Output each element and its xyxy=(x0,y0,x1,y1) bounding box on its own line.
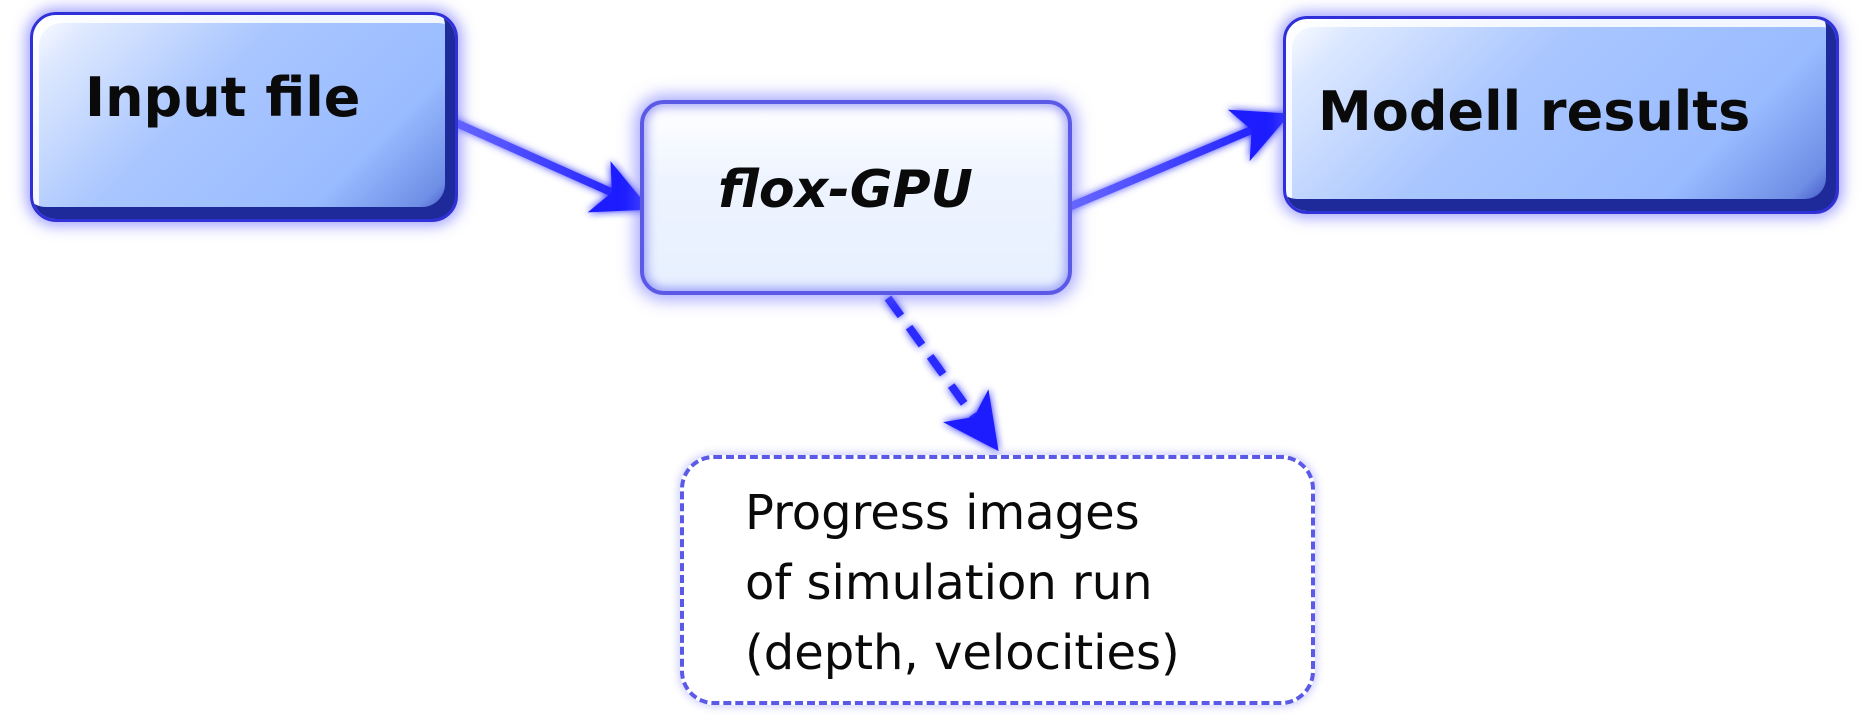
edge-flox-to-results xyxy=(1060,109,1291,214)
flox-gpu-label: flox-GPU xyxy=(718,160,973,220)
progress-line-3: (depth, velocities) xyxy=(745,625,1180,681)
progress-line-1: Progress images xyxy=(745,485,1140,541)
node-progress-images xyxy=(680,455,1315,705)
progress-images-label: Progress images of simulation run (depth… xyxy=(745,478,1180,688)
node-modell-results xyxy=(1283,16,1839,214)
modell-results-label: Modell results xyxy=(1318,80,1751,143)
input-file-label: Input file xyxy=(85,66,361,129)
edge-flox-to-progress xyxy=(884,295,999,452)
node-input-file xyxy=(30,12,458,222)
edge-input-to-flox xyxy=(443,114,651,213)
progress-line-2: of simulation run xyxy=(745,555,1153,611)
node-flox-gpu xyxy=(640,100,1072,295)
